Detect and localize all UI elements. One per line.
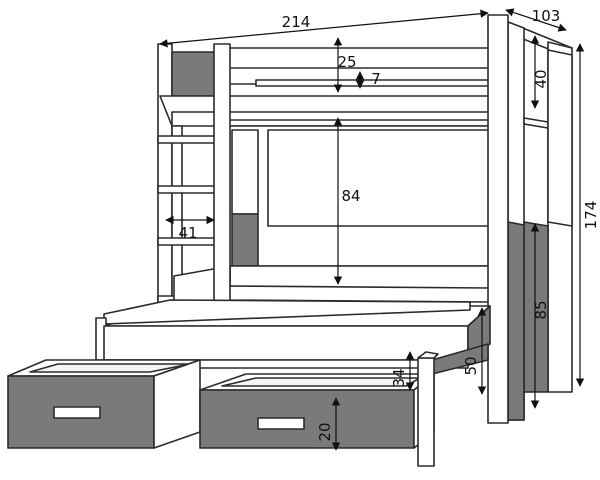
- lower-bed: [173, 265, 491, 305]
- front-left-post: [213, 43, 231, 309]
- ladder-width-label: 41: [178, 224, 197, 242]
- total-depth-arrow: [505, 8, 567, 32]
- drawer-left-handle: [53, 406, 101, 419]
- top-guard-label: 25: [337, 53, 356, 71]
- drawer-right[interactable]: [199, 373, 435, 449]
- drawer-right-handle: [257, 417, 305, 430]
- drawer-height-label: 20: [316, 422, 334, 441]
- trundle-guard-post: [417, 351, 439, 467]
- upper-bunk: [159, 95, 509, 127]
- total-depth-label: 103: [532, 7, 561, 25]
- lower-rail-label: 85: [532, 300, 550, 319]
- lower-left-panel: [231, 213, 259, 267]
- trundle-guard-label: 34: [390, 368, 408, 387]
- total-height-label: 174: [582, 201, 600, 230]
- upper-left-panel: [171, 51, 217, 97]
- trundle-height-label: 50: [462, 356, 480, 375]
- lower-back-wall: [227, 125, 491, 267]
- total-width-arrow: [159, 9, 489, 48]
- window-opening: [267, 129, 491, 227]
- top-gap-label: 7: [371, 70, 381, 88]
- ladder-rung: [157, 185, 217, 194]
- total-width-label: 214: [282, 13, 311, 31]
- right-end-frame: [487, 21, 573, 421]
- ladder-rung: [157, 135, 217, 144]
- front-right-post: [487, 14, 509, 424]
- drawer-left[interactable]: [7, 359, 201, 449]
- side-guard-label: 40: [532, 69, 550, 88]
- bunk-clearance-label: 84: [341, 187, 360, 205]
